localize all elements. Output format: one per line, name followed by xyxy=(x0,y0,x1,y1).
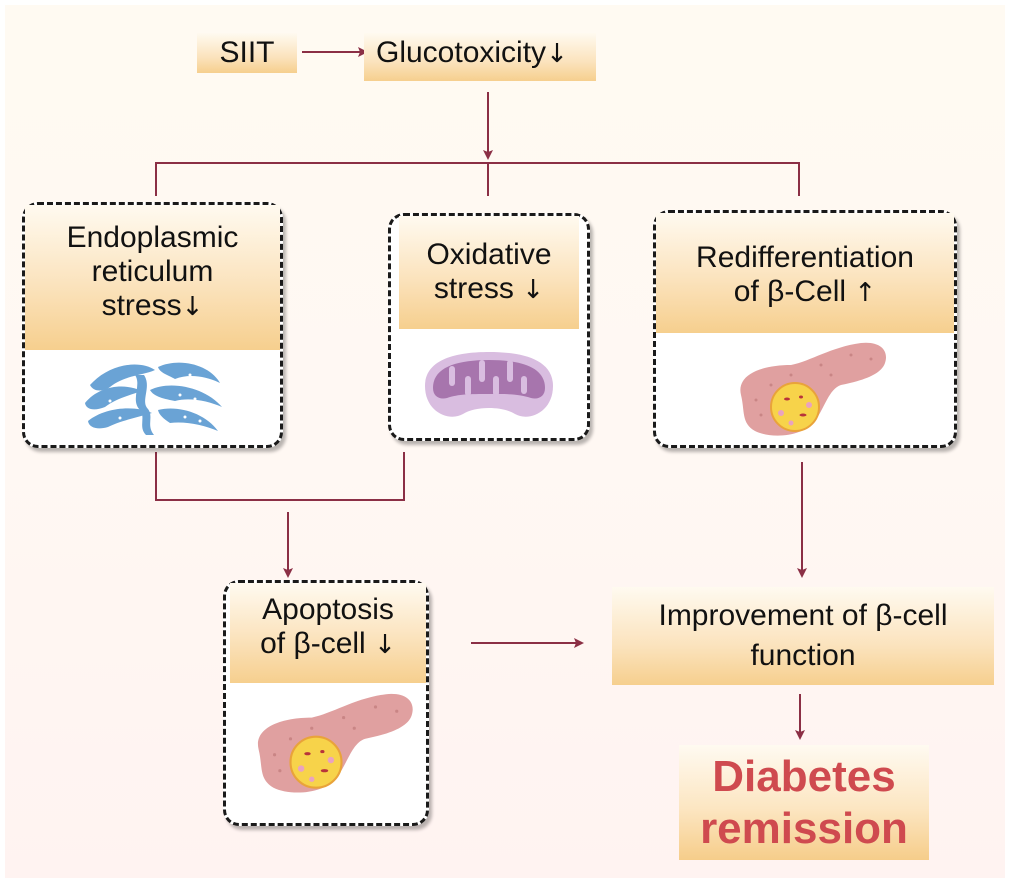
glucotoxicity-text: Glucotoxicity xyxy=(376,36,547,69)
pancreas-icon xyxy=(740,342,886,436)
apoptosis-line1: Apoptosis xyxy=(262,593,394,626)
apoptosis-line2: of β-cell xyxy=(260,627,366,660)
redifferentiation-line2: of β-Cell xyxy=(733,275,847,308)
increase-arrow-icon: ↑ xyxy=(854,278,877,308)
glucotoxicity-label: Glucotoxicity↓ xyxy=(364,33,596,81)
decrease-arrow-icon: ↓ xyxy=(546,39,568,69)
redifferentiation-line1: Redifferentiation xyxy=(696,241,914,274)
endoplasmic-reticulum-icon xyxy=(85,362,222,435)
decrease-arrow-icon: ↓ xyxy=(181,292,204,322)
er-line3: stress xyxy=(101,289,182,322)
improvement-line1: Improvement of β-cell xyxy=(658,599,948,632)
branch-connector xyxy=(155,162,800,196)
siit-label: SIIT xyxy=(197,33,297,73)
er-line2: reticulum xyxy=(91,255,214,288)
er-line1: Endoplasmic xyxy=(66,221,239,254)
mitochondrion-icon xyxy=(425,352,553,417)
pancreas-icon xyxy=(257,693,413,793)
oxidative-stress-box: Oxidative stress ↓ xyxy=(388,213,590,441)
er-stress-header: Endoplasmic reticulum stress↓ xyxy=(25,205,280,350)
redifferentiation-box: Redifferentiation of β-Cell ↑ xyxy=(653,210,957,448)
remission-line1: Diabetes xyxy=(712,752,896,801)
siit-text: SIIT xyxy=(219,36,275,69)
diabetes-remission-label: Diabetes remission xyxy=(679,745,929,860)
redifferentiation-header: Redifferentiation of β-Cell ↑ xyxy=(656,213,954,333)
decrease-arrow-icon: ↓ xyxy=(522,275,545,305)
improvement-label: Improvement of β-cell function xyxy=(612,587,994,685)
decrease-arrow-icon: ↓ xyxy=(374,630,396,660)
oxidative-line1: Oxidative xyxy=(426,238,552,271)
oxidative-stress-header: Oxidative stress ↓ xyxy=(399,216,579,329)
er-stress-box: Endoplasmic reticulum stress↓ xyxy=(22,202,283,448)
apoptosis-box: Apoptosis of β-cell ↓ xyxy=(223,580,429,826)
apoptosis-header: Apoptosis of β-cell ↓ xyxy=(230,583,426,683)
oxidative-line2: stress xyxy=(433,272,514,305)
remission-line2: remission xyxy=(700,804,908,853)
merge-connector xyxy=(155,452,405,501)
improvement-line2: function xyxy=(750,639,856,672)
